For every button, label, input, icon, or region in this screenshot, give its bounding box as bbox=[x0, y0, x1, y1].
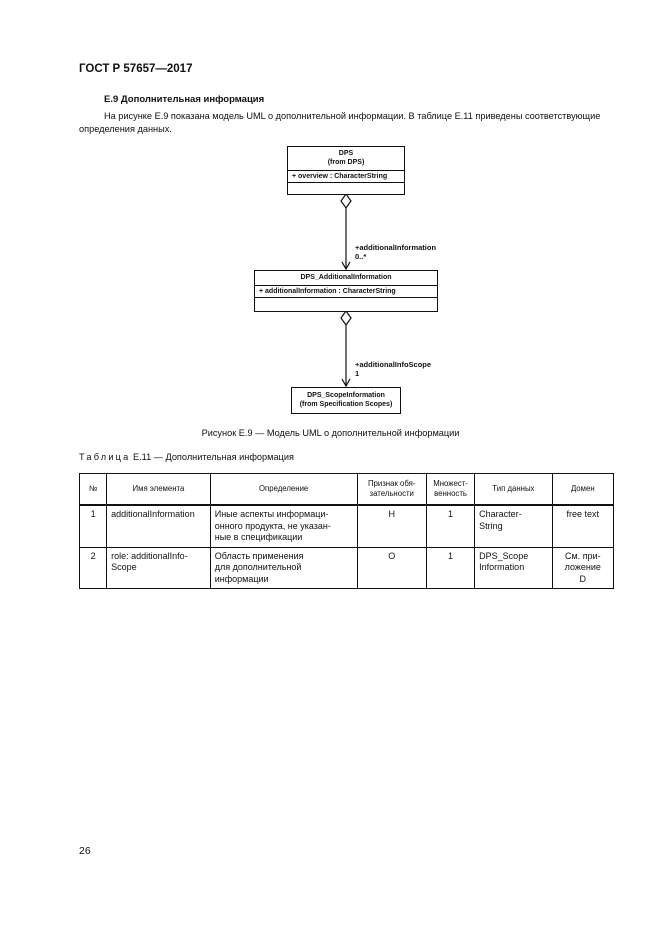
cell-obligation: Н bbox=[356, 504, 427, 548]
table-row: 1 additionalInformation Иные аспекты инф… bbox=[78, 504, 615, 548]
header-obligation: Признак обя- зательности bbox=[356, 473, 427, 506]
header-domain: Домен bbox=[551, 473, 615, 506]
role-2-name: +additionalInfoScope bbox=[355, 360, 432, 369]
cell-number: 1 bbox=[78, 504, 108, 548]
role-2-multiplicity: 1 bbox=[355, 369, 360, 378]
header-definition: Определение bbox=[209, 473, 358, 506]
class-dps-operations bbox=[288, 182, 404, 189]
arrowhead-2 bbox=[341, 378, 351, 388]
table-header-row: № Имя элемента Определение Признак обя- … bbox=[78, 473, 615, 506]
header-element-name: Имя элемента bbox=[106, 473, 211, 506]
document-header: ГОСТ Р 57657—2017 bbox=[79, 63, 193, 75]
class-dps-attribute: + overview : CharacterString bbox=[288, 170, 404, 182]
table-row: 2 role: additionalInfo- Scope Область пр… bbox=[78, 546, 615, 589]
cell-multiplicity: 1 bbox=[425, 546, 476, 589]
cell-domain: free text bbox=[551, 504, 615, 548]
cell-domain: См. при- ложение D bbox=[551, 546, 615, 589]
figure-caption: Рисунок E.9 — Модель UML о дополнительно… bbox=[201, 428, 460, 438]
cell-obligation: О bbox=[356, 546, 427, 589]
cell-data-type: Character- String bbox=[474, 504, 553, 548]
cell-definition: Иные аспекты информаци- онного продукта,… bbox=[209, 504, 358, 548]
cell-data-type: DPS_Scope Information bbox=[474, 546, 553, 589]
table-caption-prefix: Таблица bbox=[79, 452, 131, 462]
data-table: № Имя элемента Определение Признак обя- … bbox=[78, 473, 615, 589]
cell-multiplicity: 1 bbox=[425, 504, 476, 548]
role-1-name: +additionalInformation bbox=[355, 243, 437, 252]
class-scope-package: (from Specification Scopes) bbox=[299, 401, 393, 408]
page-number: 26 bbox=[79, 845, 91, 857]
cell-element-name: additionalInformation bbox=[106, 504, 211, 548]
aggregation-diamond-1 bbox=[340, 192, 352, 210]
role-label-2: +additionalInfoScope 1 bbox=[355, 360, 431, 378]
class-scope-name: DPS_ScopeInformation bbox=[307, 392, 385, 399]
section-paragraph: На рисунке E.9 показана модель UML о доп… bbox=[79, 111, 601, 134]
cell-number: 2 bbox=[78, 546, 108, 589]
uml-class-scope-information: DPS_ScopeInformation (from Specification… bbox=[291, 387, 401, 414]
uml-class-additional-information: DPS_AdditionalInformation + additionalIn… bbox=[254, 270, 438, 312]
cell-definition: Область применения для дополнительной ин… bbox=[209, 546, 358, 589]
cell-element-name: role: additionalInfo- Scope bbox=[106, 546, 211, 589]
uml-class-dps: DPS (from DPS) + overview : CharacterStr… bbox=[287, 146, 405, 195]
role-1-multiplicity: 0..* bbox=[355, 252, 367, 261]
role-label-1: +additionalInformation 0..* bbox=[355, 243, 436, 261]
table-caption-text: E.11 — Дополнительная информация bbox=[130, 452, 294, 462]
class-dps-package: (from DPS) bbox=[327, 159, 365, 166]
header-data-type: Тип данных bbox=[474, 473, 553, 506]
header-multiplicity: Множест- венность bbox=[425, 473, 476, 506]
header-number: № bbox=[78, 473, 108, 506]
arrowhead-1 bbox=[341, 261, 351, 271]
class-additional-attribute: + additionalInformation : CharacterStrin… bbox=[255, 285, 437, 297]
class-additional-operations bbox=[255, 297, 437, 304]
section-title: E.9 Дополнительная информация bbox=[104, 94, 265, 105]
class-additional-name: DPS_AdditionalInformation bbox=[300, 274, 392, 281]
table-caption: Таблица E.11 — Дополнительная информация bbox=[79, 452, 294, 462]
class-dps-name: DPS bbox=[338, 150, 354, 157]
aggregation-diamond-2 bbox=[340, 309, 352, 327]
